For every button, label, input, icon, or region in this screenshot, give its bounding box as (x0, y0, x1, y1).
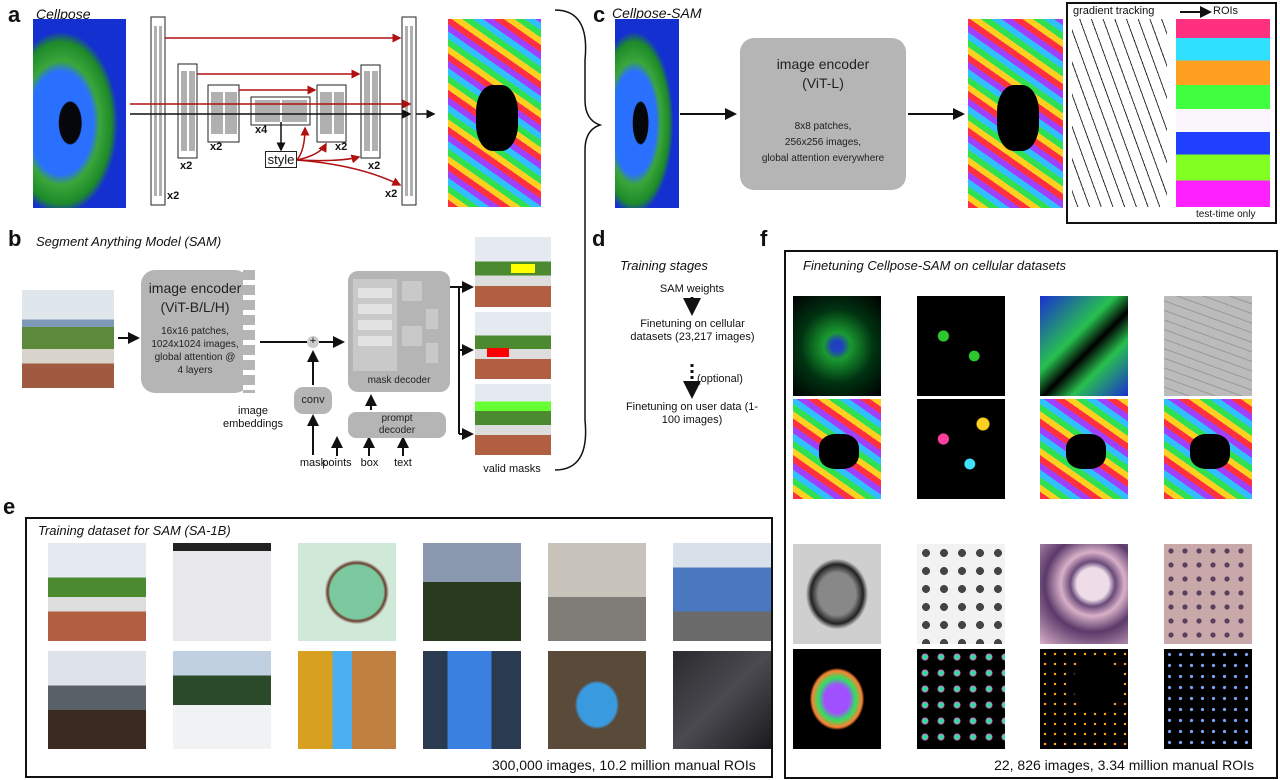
sa1b-photo (298, 651, 396, 749)
valid-mask-1 (475, 237, 551, 307)
panel-b-label: b (8, 226, 22, 251)
cellpose-flow-output (448, 19, 541, 207)
vit-l-image-encoder: image encoder (ViT-L) 8x8 patches, 256x2… (740, 38, 906, 190)
sa1b-photo (673, 651, 771, 749)
panel-e-title: Training dataset for SAM (SA-1B) (38, 523, 231, 538)
sa1b-photo (423, 651, 521, 749)
sa1b-photo (48, 543, 146, 641)
panel-b-title: Segment Anything Model (SAM) (36, 234, 222, 249)
encoder-model: (ViT-B/L/H) (160, 299, 230, 315)
panel-f-title: Finetuning Cellpose-SAM on cellular data… (803, 258, 1067, 273)
flow-image (793, 399, 881, 499)
panel-e-box (25, 517, 773, 778)
flow-image (1164, 399, 1252, 499)
test-time-box (1066, 2, 1277, 224)
sa1b-photo (548, 543, 646, 641)
valid-mask-2 (475, 312, 551, 379)
panel-f-label: f (760, 226, 768, 251)
flow-image (1040, 649, 1128, 749)
panel-c-label: c (593, 2, 606, 27)
prompt-points: points (322, 457, 352, 469)
style-vector-box: style (265, 151, 297, 168)
sa1b-photo (673, 543, 771, 641)
encoder-detail: 16x16 patches, (161, 326, 229, 337)
multiplier: x2 (368, 160, 381, 172)
prompt-box: box (360, 457, 379, 469)
flow-image (1040, 399, 1128, 499)
panel-f-box (784, 250, 1278, 779)
valid-masks-label: valid masks (483, 463, 541, 475)
panel-d-label: d (592, 226, 606, 251)
test-time-label: test-time only (1196, 209, 1256, 220)
gradient-tracking-image (1072, 19, 1167, 207)
sa1b-photo (548, 651, 646, 749)
cell-image (917, 544, 1005, 644)
multiplier: x2 (210, 141, 223, 153)
stage-user-finetune: Finetuning on user data (1-100 images) (625, 401, 759, 426)
sam-input-photo (22, 290, 114, 388)
encoder-title: image encoder (148, 280, 242, 296)
gradient-tracking-label: gradient tracking (1073, 5, 1155, 17)
encoder-detail: 8x8 patches, (794, 121, 852, 132)
cell-image (1164, 544, 1252, 644)
prompt-decoder: prompt decoder (348, 412, 446, 438)
panel-d-title: Training stages (620, 258, 708, 273)
panel-f-caption: 22, 826 images, 3.34 million manual ROIs (994, 757, 1254, 773)
mask-decoder-label: mask decoder (367, 375, 431, 386)
sa1b-photo (48, 651, 146, 749)
mask-decoder: mask decoder (348, 271, 450, 392)
add-node (307, 336, 319, 348)
image-embeddings-label: image embeddings (223, 405, 283, 430)
sam-image-encoder: image encoder (ViT-B/L/H) 16x16 patches,… (141, 270, 249, 393)
cell-image (793, 296, 881, 396)
plus-sign: + (309, 335, 317, 347)
panel-e-label: e (3, 494, 16, 519)
panel-c-title: Cellpose-SAM (612, 5, 702, 21)
flow-image (917, 399, 1005, 499)
cellpose-sam-input-image (615, 19, 679, 208)
prompt-text: text (394, 457, 412, 469)
rois-image (1176, 19, 1270, 207)
cell-image (1164, 296, 1252, 396)
multiplier: x2 (167, 190, 180, 202)
cell-image (793, 544, 881, 644)
sa1b-photo (423, 543, 521, 641)
stage-sam-weights: SAM weights (659, 283, 725, 295)
panel-a-label: a (8, 2, 21, 27)
image-embeddings-stack (243, 270, 255, 393)
encoder-title: image encoder (776, 56, 870, 72)
rois-label: ROIs (1213, 5, 1239, 17)
cell-image (917, 296, 1005, 396)
encoder-detail: 4 layers (177, 365, 213, 376)
cell-image (1040, 544, 1128, 644)
cellpose-sam-flow-output (968, 19, 1063, 208)
flow-image (1164, 649, 1252, 749)
encoder-detail: 1024x1024 images, (151, 339, 239, 350)
encoder-detail: global attention everywhere (761, 153, 885, 164)
flow-image (917, 649, 1005, 749)
encoder-detail: 256x256 images, (784, 137, 862, 148)
sa1b-photo (298, 543, 396, 641)
cell-image (1040, 296, 1128, 396)
optional-label: (optional) (697, 373, 743, 385)
stage-cellular-finetune: Finetuning on cellular datasets (23,217 … (630, 318, 755, 343)
conv-box: conv (294, 387, 332, 414)
valid-mask-3 (475, 384, 551, 455)
sa1b-photo (173, 651, 271, 749)
multiplier: x2 (335, 141, 348, 153)
cellpose-input-image (33, 19, 126, 208)
sa1b-photo (173, 543, 271, 641)
flow-image (793, 649, 881, 749)
multiplier: x2 (385, 188, 398, 200)
encoder-detail: global attention @ (154, 352, 236, 363)
encoder-model: (ViT-L) (802, 75, 844, 91)
multiplier: x2 (180, 160, 193, 172)
panel-e-caption: 300,000 images, 10.2 million manual ROIs (492, 757, 756, 773)
panel-a-title: Cellpose (36, 6, 91, 22)
mask-input-label: mask (299, 457, 327, 469)
multiplier: x4 (255, 124, 268, 136)
